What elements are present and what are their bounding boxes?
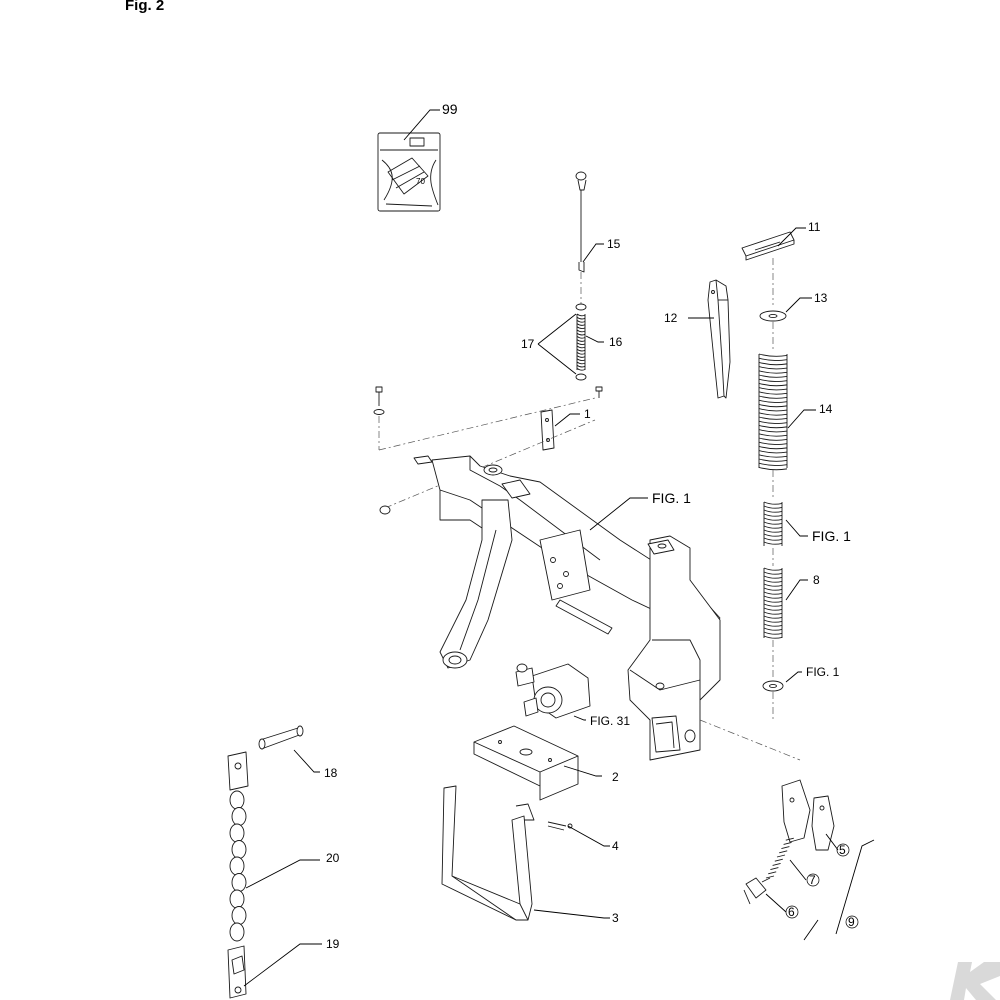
callout-6: 6 bbox=[788, 905, 795, 919]
callout-2: 2 bbox=[612, 770, 619, 784]
part-17-pin-top bbox=[575, 303, 587, 311]
chain-link bbox=[231, 840, 247, 859]
callout-11: 11 bbox=[808, 220, 821, 234]
bolt-with-washer bbox=[373, 386, 385, 415]
callout-15: 15 bbox=[607, 237, 621, 251]
callout-fig1-b: FIG. 1 bbox=[812, 528, 851, 544]
part-20-chain-top-plate bbox=[227, 751, 249, 791]
callout-14: 14 bbox=[819, 402, 833, 416]
chain-link bbox=[231, 906, 247, 925]
part-3-guard-bar bbox=[441, 785, 535, 921]
callout-16: 16 bbox=[609, 335, 623, 349]
part-16-spring bbox=[576, 313, 586, 371]
callout-fig1-c: FIG. 1 bbox=[806, 665, 840, 679]
spring14-coil bbox=[758, 353, 788, 471]
part-2-mount-plate bbox=[473, 725, 579, 801]
chain-link bbox=[229, 790, 245, 810]
callout-9: 9 bbox=[848, 915, 855, 929]
part-8-spring bbox=[763, 567, 783, 639]
main-frame bbox=[413, 455, 721, 761]
callout-20: 20 bbox=[326, 851, 340, 865]
part-13-washer bbox=[759, 310, 787, 322]
part-fig1-washer bbox=[762, 680, 784, 692]
callout-1: 1 bbox=[584, 407, 591, 421]
callout-18: 18 bbox=[324, 766, 338, 780]
leader-lines bbox=[243, 109, 839, 987]
part-1-plate bbox=[540, 409, 555, 451]
callout-8: 8 bbox=[813, 573, 820, 587]
part-11-clip bbox=[741, 231, 795, 261]
springF1-coil bbox=[763, 501, 783, 545]
chain-link bbox=[229, 856, 245, 876]
part-12-bracket bbox=[707, 279, 731, 399]
callout-12: 12 bbox=[664, 311, 678, 325]
callout-fig1-a: FIG. 1 bbox=[652, 490, 691, 506]
callout-17: 17 bbox=[521, 337, 535, 351]
callout-4: 4 bbox=[612, 839, 619, 853]
callout-13: 13 bbox=[814, 291, 828, 305]
chain-link bbox=[229, 889, 245, 909]
spring16-coil bbox=[576, 313, 586, 371]
chain-link bbox=[231, 807, 247, 826]
figure-title: Fig. 2 bbox=[125, 0, 165, 14]
callout-5: 5 bbox=[839, 843, 846, 857]
chain-link bbox=[229, 922, 245, 942]
callout-fig31: FIG. 31 bbox=[590, 714, 630, 728]
spring8-coil bbox=[763, 567, 783, 639]
part-fig1-spring bbox=[763, 501, 783, 546]
part-19-end-plate bbox=[227, 945, 247, 999]
part-17-pin-bottom bbox=[575, 373, 587, 381]
callout-3: 3 bbox=[612, 911, 619, 925]
callout-70: 70 bbox=[416, 177, 425, 186]
nut bbox=[379, 505, 391, 515]
part-18-pin bbox=[258, 725, 304, 750]
k-logo-icon bbox=[950, 962, 1000, 1000]
part-20-chain bbox=[229, 790, 247, 942]
part-99-hardware-bag bbox=[377, 132, 441, 212]
part-14-spring bbox=[758, 353, 788, 471]
callout-99: 99 bbox=[442, 101, 458, 117]
part-7-small-spring bbox=[765, 837, 794, 879]
spring7-coil bbox=[765, 837, 794, 879]
part-6-hook bbox=[743, 877, 771, 905]
chain-link bbox=[229, 823, 245, 843]
part-15-rod bbox=[575, 171, 587, 305]
callout-7: 7 bbox=[809, 873, 816, 887]
bolt-small bbox=[595, 386, 603, 398]
part-5-latch-plate bbox=[781, 779, 835, 851]
callout-19: 19 bbox=[326, 937, 340, 951]
chain-link bbox=[231, 873, 247, 892]
gearbox-fig31 bbox=[515, 663, 591, 719]
